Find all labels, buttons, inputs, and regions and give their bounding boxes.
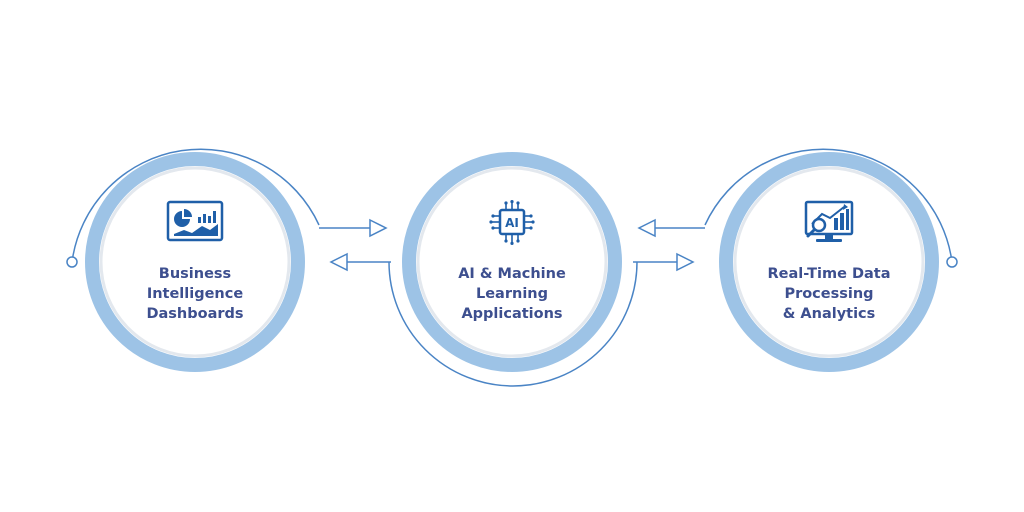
- center-node-ring: [402, 152, 622, 372]
- node-business-intelligence: Business Intelligence Dashboards: [105, 172, 285, 352]
- connector-center-to-right: [633, 252, 695, 272]
- connector-right-to-center: [637, 218, 705, 238]
- center-node-inner-rim: [416, 166, 608, 358]
- connector-left-to-center: [319, 218, 388, 238]
- connector-center-to-left: [329, 252, 391, 272]
- node-label-line: Business: [158, 266, 232, 282]
- center-orbit-arc: [388, 261, 638, 387]
- node-label-line: Dashboards: [146, 306, 244, 322]
- right-orbit-endpoint: [946, 256, 958, 268]
- node-label-line: Processing: [784, 286, 874, 302]
- node-ai-machine-learning: AI AI & Machine Learning Applications: [422, 172, 602, 352]
- analytics-monitor-icon: [804, 200, 854, 242]
- node-label-line: Applications: [461, 306, 563, 322]
- right-node-ring: [719, 152, 939, 372]
- node-label-line: Intelligence: [146, 286, 244, 302]
- node-label: Business Intelligence Dashboards: [146, 264, 243, 324]
- right-orbit-arc: [704, 148, 953, 263]
- left-node-ring: [85, 152, 305, 372]
- ai-chip-label: AI: [505, 216, 519, 230]
- left-orbit-endpoint: [66, 256, 78, 268]
- ai-chip-icon: AI: [489, 200, 535, 245]
- node-label-line: Learning: [475, 286, 548, 302]
- left-node-inner-rim: [99, 166, 291, 358]
- left-orbit-arc: [71, 148, 320, 263]
- node-label: AI & Machine Learning Applications: [458, 264, 566, 324]
- node-label-line: & Analytics: [782, 306, 876, 322]
- node-label-line: AI & Machine: [458, 266, 566, 282]
- node-label: Real-Time Data Processing & Analytics: [767, 264, 890, 324]
- node-label-line: Real-Time Data: [767, 266, 891, 282]
- right-node-inner-rim: [733, 166, 925, 358]
- node-real-time-data: Real-Time Data Processing & Analytics: [739, 172, 919, 352]
- dashboard-chart-icon: [166, 200, 224, 242]
